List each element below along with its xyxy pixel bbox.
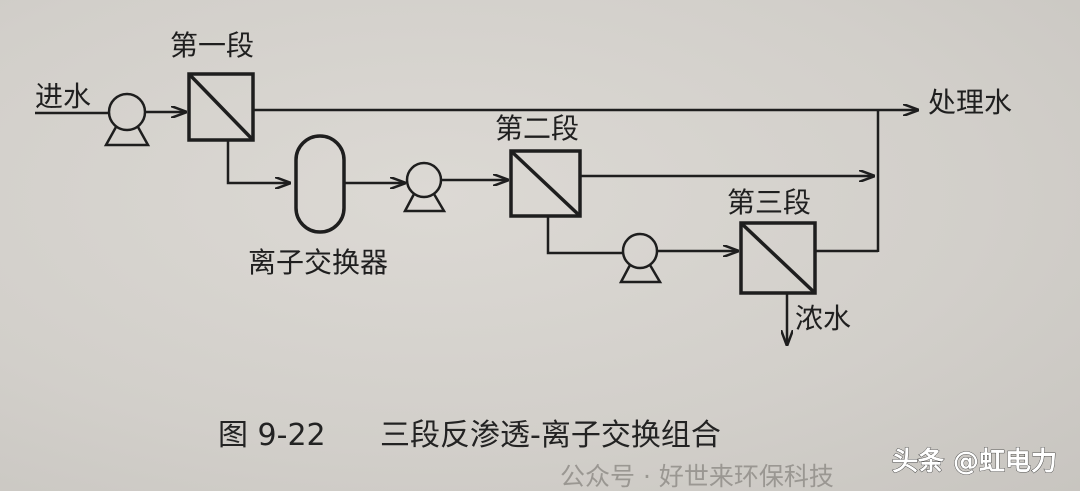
feed-water-label: 进水 <box>35 80 91 113</box>
figure-title: 三段反渗透-离子交换组合 <box>380 418 721 453</box>
pump-2-icon <box>402 161 447 213</box>
concentrate-label: 浓水 <box>795 302 851 335</box>
ion-exchanger-label: 离子交换器 <box>248 246 388 279</box>
concentrate-line-2 <box>546 216 622 255</box>
stage1-label: 第一段 <box>170 29 254 62</box>
ion-exchanger-icon <box>294 134 346 234</box>
ro-membrane-stage2-icon <box>509 149 582 218</box>
ro-membrane-stage1-icon <box>187 72 255 142</box>
treated-water-label: 处理水 <box>928 86 1012 119</box>
figure-number: 图 9-22 <box>218 418 326 453</box>
stage2-label: 第二段 <box>495 112 579 145</box>
ro-membrane-stage3-icon <box>739 221 817 295</box>
pump-1-icon <box>103 92 151 147</box>
concentrate-line-1 <box>226 140 290 183</box>
toutiao-watermark: 头条 @虹电力 <box>892 447 1057 477</box>
pump-3-icon <box>618 232 663 284</box>
stage3-label: 第三段 <box>727 186 811 219</box>
wechat-watermark: 公众号 · 好世来环保科技 <box>560 462 834 491</box>
